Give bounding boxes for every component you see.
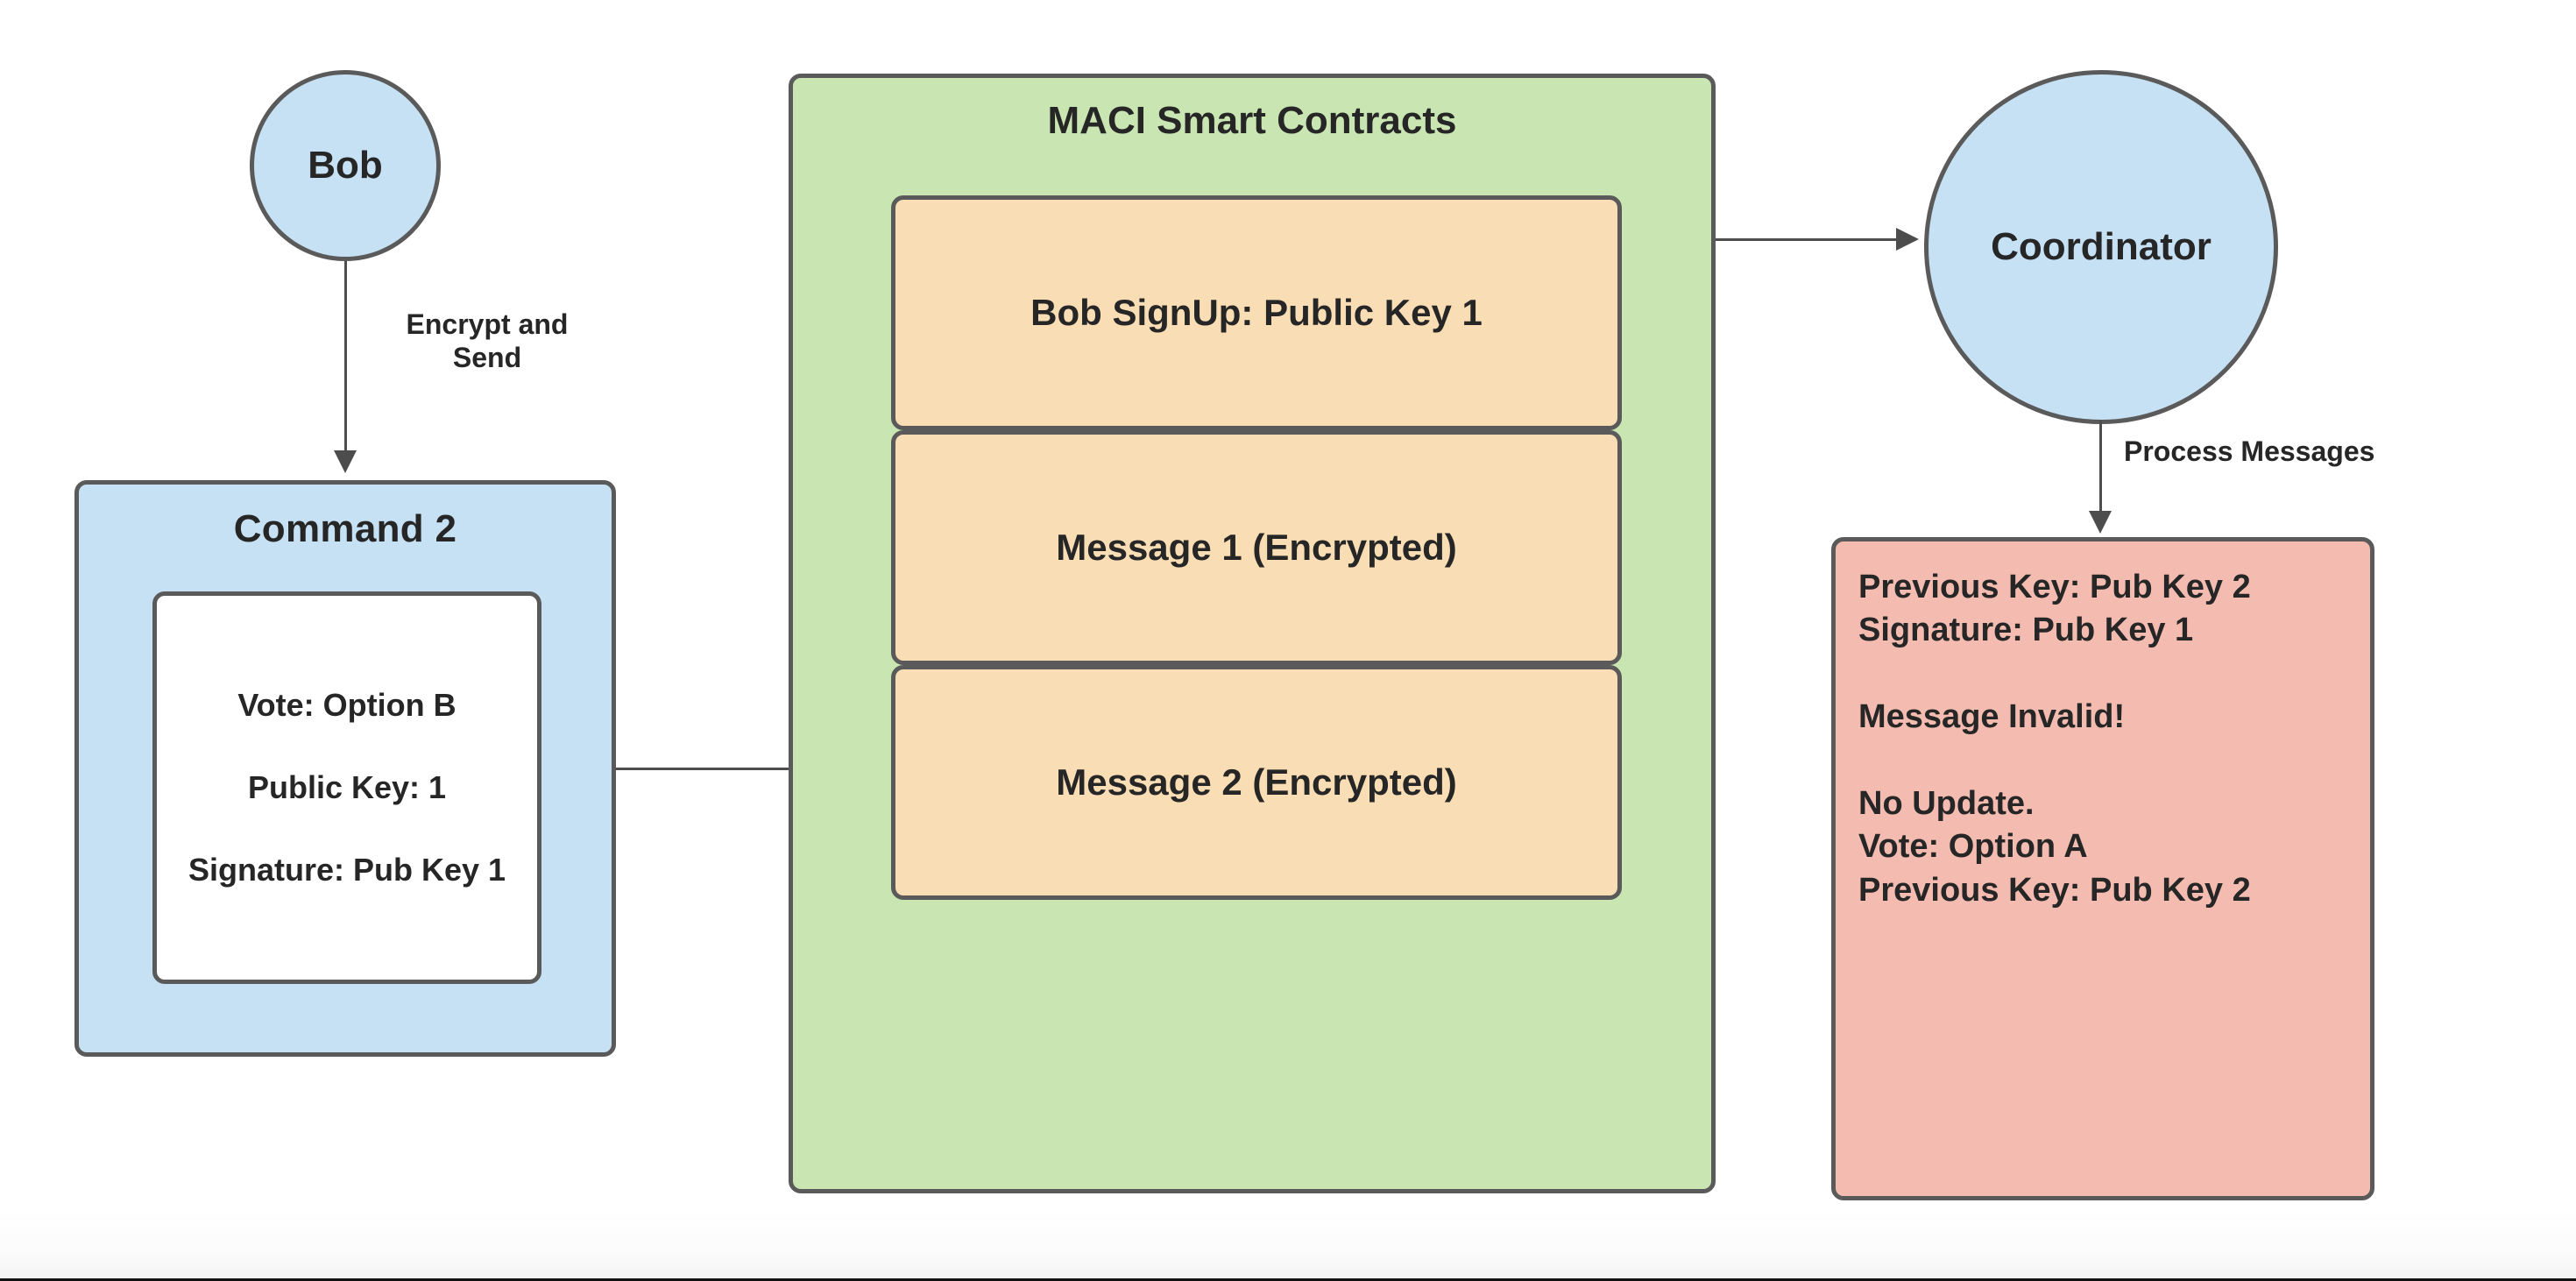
command-2-field-vote: Vote: Option B <box>237 687 456 724</box>
node-command-2-title: Command 2 <box>233 507 457 550</box>
node-bob-label: Bob <box>308 144 383 187</box>
maci-item-bob-signup[interactable]: Bob SignUp: Public Key 1 <box>891 195 1622 430</box>
maci-item-bob-signup-label: Bob SignUp: Public Key 1 <box>1030 292 1483 333</box>
command-2-field-public-key: Public Key: 1 <box>247 769 447 806</box>
node-bob[interactable]: Bob <box>250 70 441 261</box>
edge-maci-to-coordinator-line <box>1716 238 1898 241</box>
node-maci-smart-contracts[interactable]: MACI Smart Contracts Bob SignUp: Public … <box>789 74 1716 1193</box>
maci-item-message-2[interactable]: Message 2 (Encrypted) <box>891 665 1622 900</box>
node-result-invalid-text: Previous Key: Pub Key 2 Signature: Pub K… <box>1858 569 2251 909</box>
node-maci-title: MACI Smart Contracts <box>1047 99 1457 142</box>
page-bottom-edge <box>0 1211 2576 1281</box>
maci-item-message-2-label: Message 2 (Encrypted) <box>1056 761 1457 803</box>
edge-bob-to-command-label: Encrypt and Send <box>406 308 569 373</box>
node-result-invalid[interactable]: Previous Key: Pub Key 2 Signature: Pub K… <box>1831 537 2374 1200</box>
edge-bob-to-command-arrowhead <box>334 450 357 473</box>
command-2-fields: Vote: Option B Public Key: 1 Signature: … <box>152 591 541 984</box>
edge-coordinator-to-result-line <box>2099 421 2102 513</box>
node-coordinator[interactable]: Coordinator <box>1924 70 2278 424</box>
edge-maci-to-coordinator-arrowhead <box>1896 228 1919 251</box>
edge-coordinator-to-result-arrowhead <box>2089 511 2112 534</box>
edge-bob-to-command-line <box>344 261 347 452</box>
command-2-field-signature: Signature: Pub Key 1 <box>188 851 506 888</box>
node-command-2[interactable]: Command 2 Vote: Option B Public Key: 1 S… <box>74 480 616 1057</box>
edge-command-to-message2-line <box>616 768 870 770</box>
maci-item-message-1[interactable]: Message 1 (Encrypted) <box>891 430 1622 665</box>
edge-coordinator-to-result-label: Process Messages <box>2124 435 2375 467</box>
maci-item-message-1-label: Message 1 (Encrypted) <box>1056 527 1457 568</box>
node-coordinator-label: Coordinator <box>1991 225 2212 268</box>
